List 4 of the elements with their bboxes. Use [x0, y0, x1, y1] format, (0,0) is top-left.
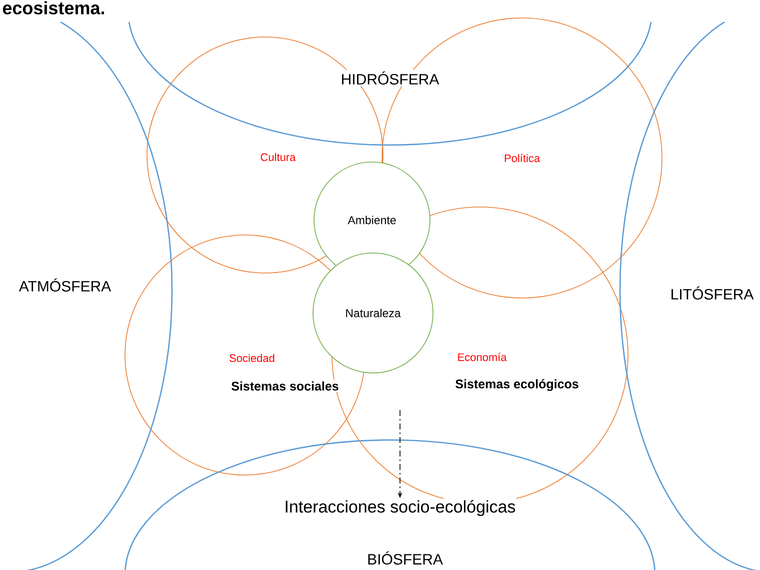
- title: ecosistema.: [2, 1, 104, 14]
- node-text: Interacciones socio-ecológicas: [282, 498, 518, 518]
- sphere-region: LITÓSFERA: [619, 22, 760, 570]
- sphere-region: HIDRÓSFERA: [127, 22, 653, 146]
